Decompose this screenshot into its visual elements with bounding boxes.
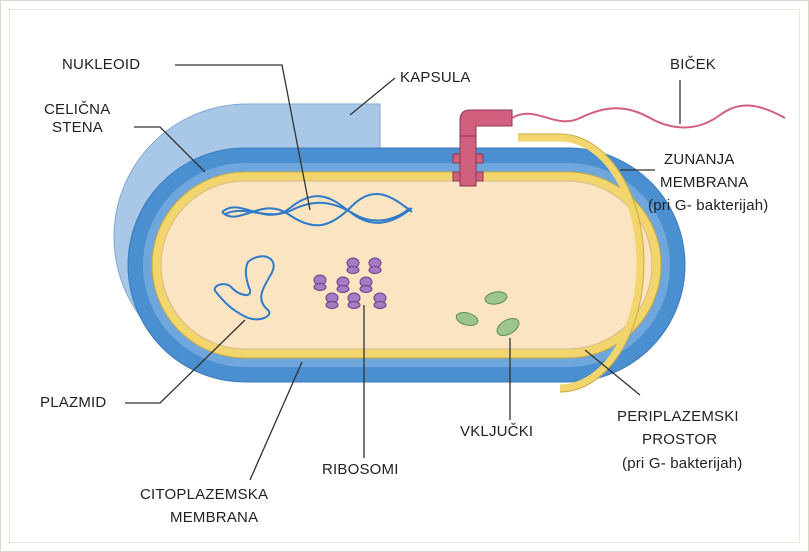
label-flagellum: BIČEK [670,55,716,75]
label-periplasm-line1: PERIPLAZEMSKI [617,407,739,427]
label-cell-wall-line1: CELIČNA [44,100,110,120]
ribosome-icon [360,277,372,293]
ribosome-icon [369,258,381,274]
ribosome-icon [347,258,359,274]
ribosome-icon [348,293,360,309]
label-nucleoid: NUKLEOID [62,55,140,75]
label-cyto-membrane-line1: CITOPLAZEMSKA [140,485,268,505]
label-outer-membrane-line1: ZUNANJA [664,150,735,170]
ribosome-icon [314,275,326,291]
label-cyto-membrane-line2: MEMBRANA [170,508,258,528]
label-plasmid: PLAZMID [40,393,106,413]
ribosome-icon [337,277,349,293]
label-inclusions: VKLJUČKI [460,422,533,442]
label-capsule: KAPSULA [400,68,471,88]
label-ribosomes: RIBOSOMI [322,460,399,480]
label-periplasm-line3: (pri G- bakterijah) [622,454,743,474]
ribosome-icon [326,293,338,309]
label-cell-wall-line2: STENA [52,118,103,138]
label-outer-membrane-line3: (pri G- bakterijah) [648,196,769,216]
label-outer-membrane-line2: MEMBRANA [660,173,748,193]
ribosome-icon [374,293,386,309]
label-periplasm-line2: PROSTOR [642,430,717,450]
cytoplasm [161,181,652,349]
